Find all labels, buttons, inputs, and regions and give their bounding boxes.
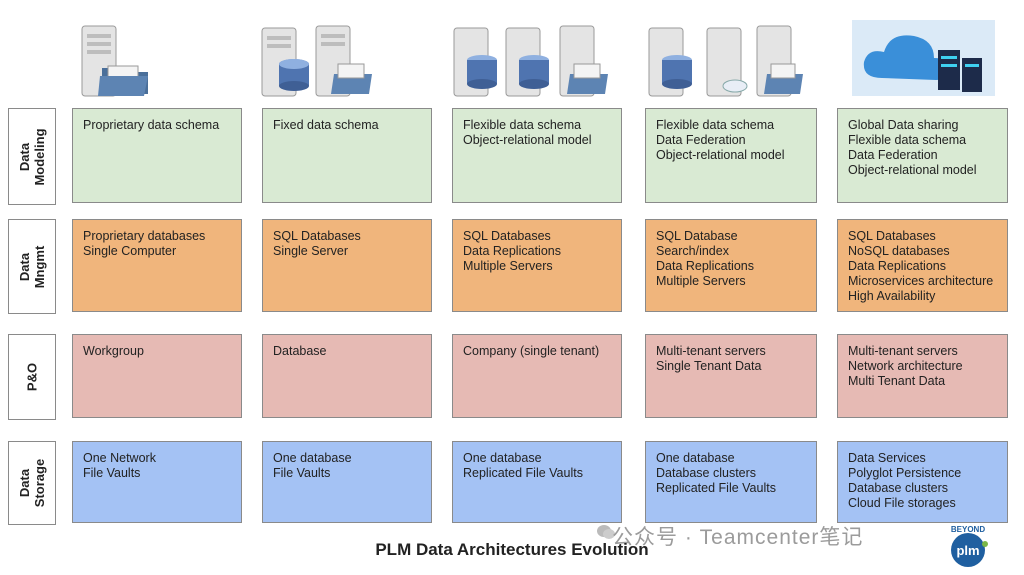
row-label-line: Data (17, 468, 32, 498)
cell-line: SQL Database (656, 229, 738, 243)
cell-line: Replicated File Vaults (463, 466, 583, 480)
cell-line: Fixed data schema (273, 118, 379, 132)
cell-line: Company (single tenant) (463, 344, 600, 358)
cell-line: Multi-tenant servers (848, 344, 958, 358)
cell-line: One Network (83, 451, 156, 465)
watermark: 公众号 · Teamcenter笔记 (612, 526, 864, 549)
cell-line: NoSQL databases (848, 244, 950, 258)
cell-line: Polyglot Persistence (848, 466, 962, 480)
cell-po-2: Database (262, 334, 432, 418)
beyond-plm-logo: BEYOND plm (951, 525, 988, 567)
cell-modeling-3: Flexible data schema Object-relational m… (452, 108, 622, 203)
cell-line: Search/index (656, 244, 729, 258)
cell-line: Data Federation (656, 133, 746, 147)
cell-line: Global Data sharing (848, 118, 959, 132)
cell-line: Database (273, 344, 327, 358)
cell-line: High Availability (848, 289, 936, 303)
cell-line: Cloud File storages (848, 496, 956, 510)
cell-line: Multiple Servers (656, 274, 746, 288)
cell-mngmt-1: Proprietary databases Single Computer (72, 219, 242, 312)
wechat-icon (597, 525, 615, 539)
cell-po-4: Multi-tenant servers Single Tenant Data (645, 334, 817, 418)
cell-mngmt-4: SQL Database Search/index Data Replicati… (645, 219, 817, 312)
cell-mngmt-5: SQL Databases NoSQL databases Data Repli… (837, 219, 1008, 312)
cell-storage-4: One database Database clusters Replicate… (645, 441, 817, 523)
cell-storage-3: One database Replicated File Vaults (452, 441, 622, 523)
cell-line: Data Services (848, 451, 926, 465)
cell-line: Data Replications (463, 244, 561, 258)
cell-line: Database clusters (656, 466, 757, 480)
cell-line: Workgroup (83, 344, 144, 358)
cell-line: File Vaults (273, 466, 331, 480)
cell-line: Object-relational model (656, 148, 785, 162)
cell-modeling-5: Global Data sharing Flexible data schema… (837, 108, 1008, 203)
cell-line: Data Replications (848, 259, 946, 273)
cell-line: Single Computer (83, 244, 177, 258)
cell-po-3: Company (single tenant) (452, 334, 622, 418)
cell-storage-2: One database File Vaults (262, 441, 432, 523)
database-server-and-file-server-icon (261, 25, 372, 97)
logo-text-top: BEYOND (951, 525, 985, 534)
server-with-folder-icon (81, 25, 148, 97)
cell-line: Object-relational model (848, 163, 977, 177)
row-label-line: Data (17, 252, 32, 281)
cell-line: One database (463, 451, 542, 465)
row-label-line: Mngmt (32, 245, 47, 288)
row-label-line: Data (17, 142, 32, 171)
cell-line: Flexible data schema (463, 118, 582, 132)
cell-po-1: Workgroup (72, 334, 242, 418)
cell-mngmt-2: SQL Databases Single Server (262, 219, 432, 312)
row-label-po: P&O (8, 334, 56, 420)
cell-modeling-2: Fixed data schema (262, 108, 432, 203)
cell-line: Database clusters (848, 481, 949, 495)
multiple-database-servers-icon (453, 25, 608, 97)
cell-modeling-1: Proprietary data schema (72, 108, 242, 203)
cell-line: Single Server (273, 244, 349, 258)
cell-line: SQL Databases (463, 229, 551, 243)
row-label-line: Storage (32, 458, 47, 508)
cell-line: Data Replications (656, 259, 754, 273)
cell-line: Proprietary databases (83, 229, 206, 243)
cell-line: Network architecture (848, 359, 963, 373)
cell-line: Flexible data schema (848, 133, 967, 147)
row-label-line: Modeling (32, 127, 47, 186)
cell-line: Multi Tenant Data (848, 374, 946, 388)
cell-line: Microservices architecture (848, 274, 994, 288)
cell-storage-5: Data Services Polyglot Persistence Datab… (837, 441, 1008, 523)
cell-line: One database (656, 451, 735, 465)
row-label-line: P&O (24, 362, 40, 392)
cell-po-5: Multi-tenant servers Network architectur… (837, 334, 1008, 418)
page-title: PLM Data Architectures Evolution (375, 540, 649, 559)
cell-line: SQL Databases (273, 229, 361, 243)
cell-mngmt-3: SQL Databases Data Replications Multiple… (452, 219, 622, 312)
cell-line: SQL Databases (848, 229, 936, 243)
federated-servers-icon (648, 25, 803, 97)
cell-line: Object-relational model (463, 133, 592, 147)
cloud-servers-icon (852, 20, 995, 96)
cell-line: One database (273, 451, 352, 465)
cell-storage-1: One Network File Vaults (72, 441, 242, 523)
cell-line: Single Tenant Data (656, 359, 762, 373)
cell-line: Flexible data schema (656, 118, 775, 132)
cell-line: Replicated File Vaults (656, 481, 776, 495)
logo-text-bottom: plm (956, 543, 979, 558)
cell-line: Proprietary data schema (83, 118, 220, 132)
cell-line: Data Federation (848, 148, 938, 162)
cell-line: Multiple Servers (463, 259, 553, 273)
cell-line: File Vaults (83, 466, 141, 480)
cell-modeling-4: Flexible data schema Data Federation Obj… (645, 108, 817, 203)
cell-line: Multi-tenant servers (656, 344, 766, 358)
